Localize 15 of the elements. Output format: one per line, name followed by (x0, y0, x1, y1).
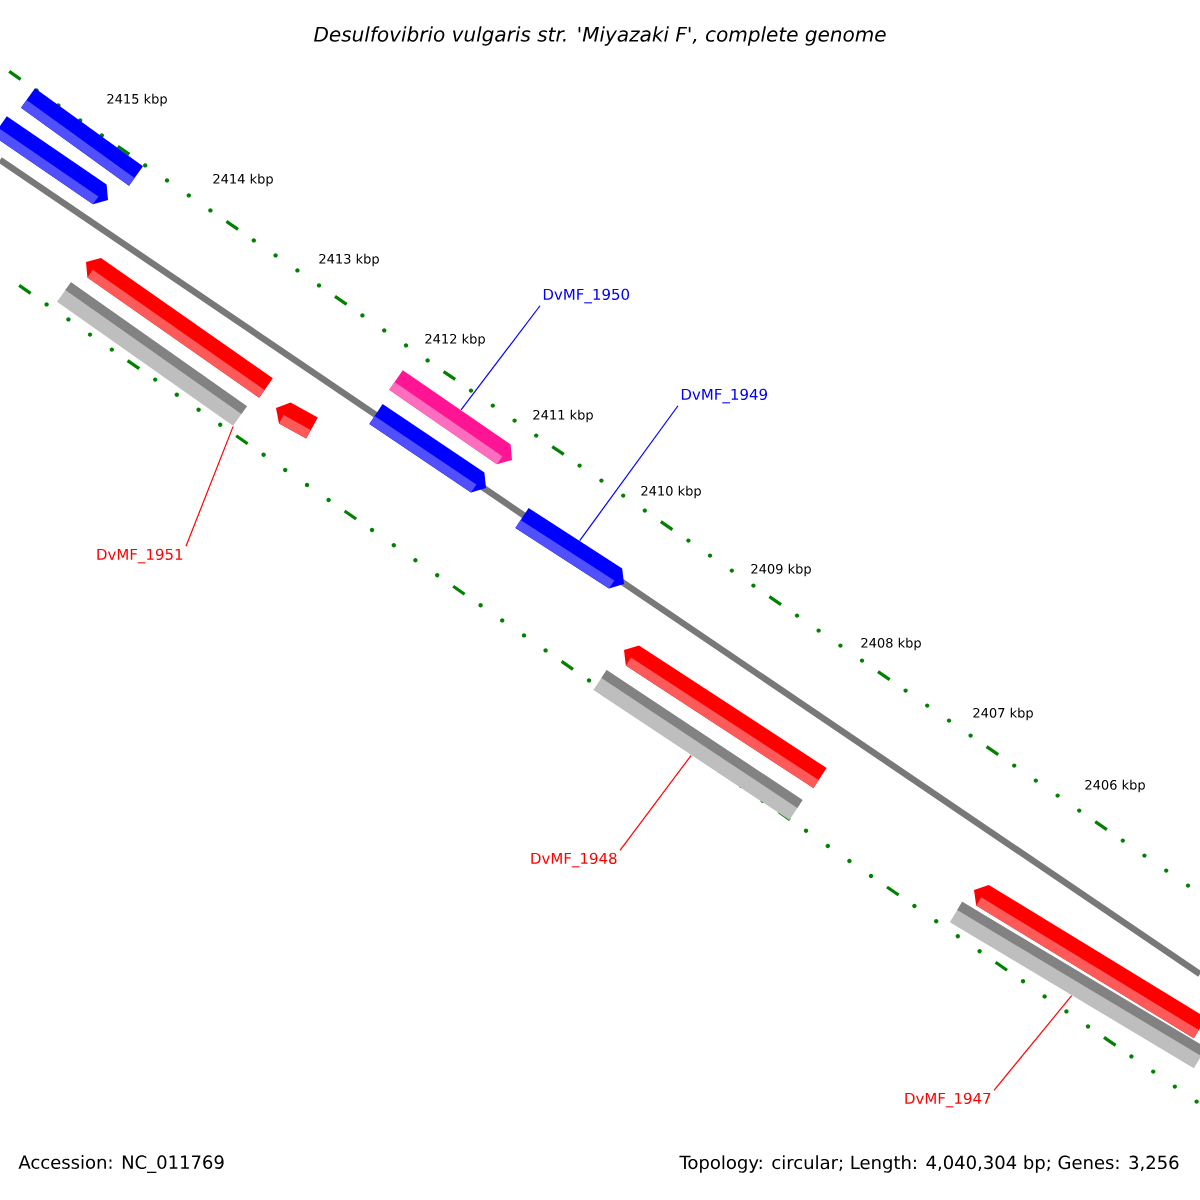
leader-line (185, 425, 234, 547)
gene-bar (86, 258, 273, 398)
gene-bar (21, 88, 143, 186)
gene-bar (974, 885, 1200, 1039)
gene-bar (515, 508, 624, 589)
gene-bar (389, 370, 512, 465)
accession-text: Accession: NC_011769 (18, 1155, 224, 1173)
title: Desulfovibrio vulgaris str. 'Miyazaki F', complete genome (314, 26, 886, 46)
leader-line (460, 305, 541, 411)
leader-line (579, 405, 679, 542)
gene-bar (624, 645, 827, 788)
genome-stats-text: Topology: circular; Length: 4,040,304 bp; Genes: 3,256 (679, 1155, 1179, 1173)
leader-line (993, 995, 1073, 1091)
leader-line (619, 754, 692, 851)
gene-bar (276, 402, 318, 439)
